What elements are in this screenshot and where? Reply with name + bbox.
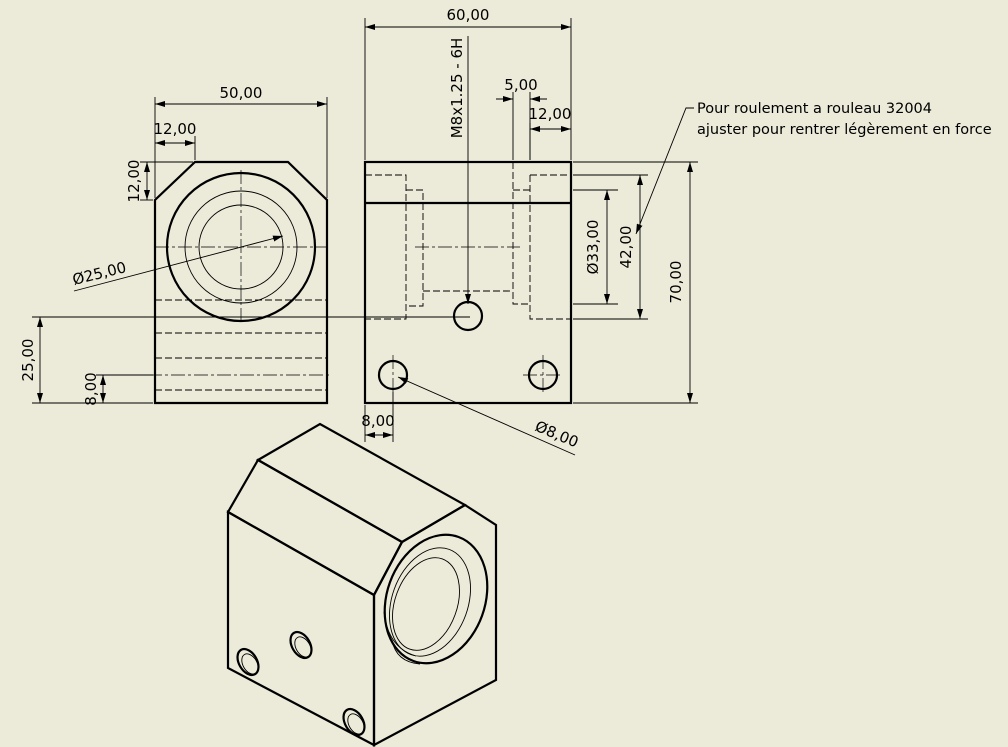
iso-bore-inner [392, 557, 460, 651]
hidden-bore [406, 189, 424, 307]
dim-text-8h: 8,00 [361, 412, 394, 430]
leader-note [635, 107, 694, 235]
dim-text-dia33: Ø33,00 [584, 220, 602, 275]
note-line-2: ajuster pour rentrer légèrement en force [697, 122, 992, 138]
dim-text-60: 60,00 [447, 6, 490, 24]
hidden-bore [529, 174, 571, 320]
iso-hole-3-inner [347, 713, 365, 735]
dim-text-42: 42,00 [617, 226, 635, 269]
dim-text-25: 25,00 [19, 339, 37, 382]
note-line-1: Pour roulement a rouleau 32004 [697, 101, 932, 117]
iso-hole-1-inner [241, 653, 259, 675]
threaded-hole [452, 300, 484, 332]
dim-text-12r: 12,00 [529, 105, 572, 123]
iso-hole-3 [342, 707, 366, 737]
dim-text-5: 5,00 [504, 76, 537, 94]
iso-bore-step [389, 547, 471, 657]
iso-bore-ring [391, 639, 421, 665]
dim-text-dia8: Ø8,00 [532, 417, 581, 451]
iso-hole-2 [289, 630, 313, 660]
iso-bore-outer [383, 533, 489, 665]
dim-text-thread: M8x1.25 - 6H [448, 38, 466, 139]
hidden-bore [512, 162, 530, 305]
leader-dia25 [73, 235, 284, 292]
hidden-bore [365, 174, 407, 320]
dim-text-12h: 12,00 [154, 120, 197, 138]
dim-text-12v: 12,00 [125, 160, 143, 203]
leader-dia8 [397, 376, 576, 456]
iso-hole-2-inner [294, 636, 312, 658]
dim-text-70: 70,00 [667, 261, 685, 304]
side-view: 60,00 M8x1.25 - 6H 5,00 12,00 Ø33,00 42,… [361, 6, 992, 456]
isometric-view [226, 422, 498, 747]
dim-text-50: 50,00 [220, 84, 263, 102]
iso-bore-ring [383, 611, 417, 657]
dim-text-8v: 8,00 [82, 372, 100, 405]
front-view: 50,00 12,00 12,00 Ø25,00 25,00 8,00 [19, 84, 470, 406]
iso-front-face [372, 503, 498, 747]
front-view-outline [153, 160, 329, 405]
